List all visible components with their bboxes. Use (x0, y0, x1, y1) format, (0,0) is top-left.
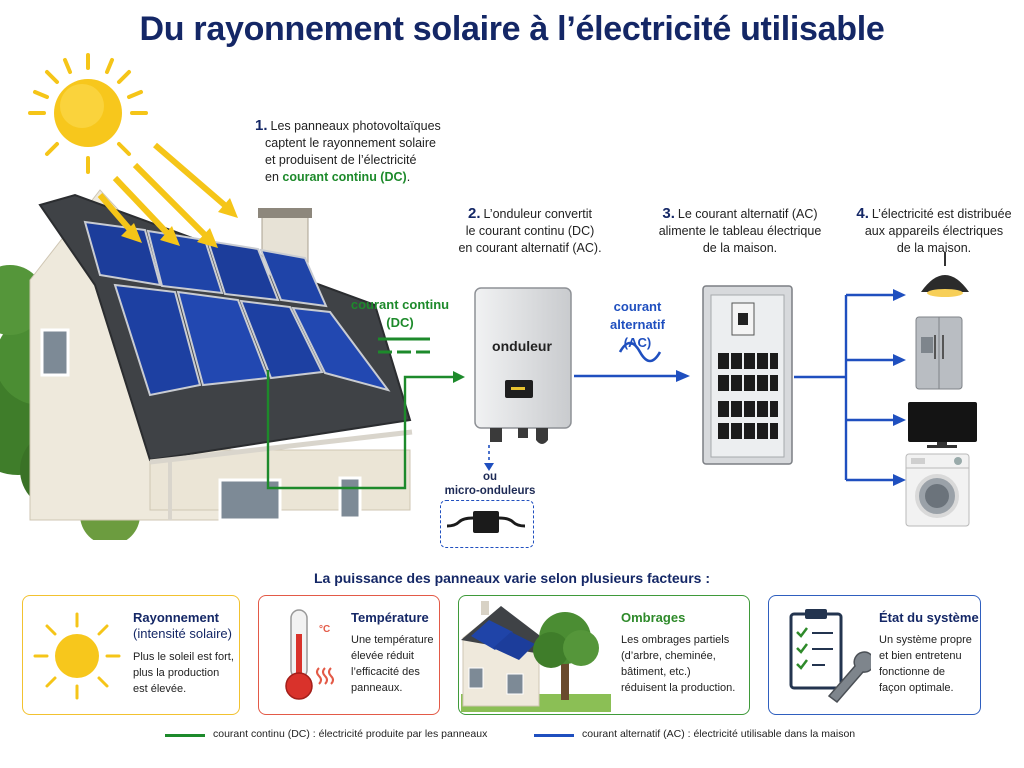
step-4-line-3: de la maison. (896, 241, 972, 255)
card-radiation-title-2: (intensité solaire) (133, 626, 232, 641)
step-3-line-1: Le courant alternatif (AC) (677, 207, 818, 221)
card-shading-desc: Les ombrages partiels (d’arbre, cheminée… (621, 632, 735, 696)
micro-inverter-link (484, 445, 494, 471)
card-radiation-desc-3: est élevée. (133, 683, 187, 695)
card-temperature-desc-1: Une température (351, 634, 434, 646)
card-temperature-desc-4: panneaux. (351, 682, 403, 694)
factor-card-radiation: Rayonnement (intensité solaire) Plus le … (22, 595, 240, 715)
ac-label-line-2: (AC) (623, 335, 652, 350)
step-1-text: 1.Les panneaux photovoltaïques captent l… (255, 117, 465, 186)
thermometer-icon (285, 609, 334, 700)
step-2-line-1: L’onduleur convertit (483, 207, 592, 221)
ac-label-line-1: courant alternatif (610, 299, 665, 332)
card-radiation-title: Rayonnement (intensité solaire) (133, 610, 232, 642)
card-temperature-desc-2: élevée réduit (351, 650, 414, 662)
step-1-dc-highlight: courant continu (DC) (282, 170, 407, 184)
factors-title: La puissance des panneaux varie selon pl… (313, 570, 711, 586)
legend-dc-line (165, 734, 205, 737)
distribution-arrows (794, 289, 906, 486)
micro-inverter-caption: ou micro-onduleurs (440, 470, 540, 498)
dc-symbol-icon (378, 337, 430, 354)
card-shading-desc-3: bâtiment, etc.) (621, 666, 691, 678)
card-shading-desc-1: Les ombrages partiels (621, 634, 730, 646)
factor-card-shading: Ombrages Les ombrages partiels (d’arbre,… (458, 595, 750, 715)
card-shading-desc-2: (d’arbre, cheminée, (621, 650, 716, 662)
step-1-line-4-suffix: . (406, 170, 411, 184)
ac-wire-arrow (574, 370, 690, 382)
card-temperature-title: Température (351, 610, 429, 625)
card-shading-title: Ombrages (621, 610, 686, 625)
card-system-state-title: État du système (879, 610, 979, 625)
step-3-line-3: de la maison. (702, 241, 778, 255)
inverter-icon (474, 287, 572, 444)
micro-inverter-box (440, 500, 534, 548)
dc-label-line-2: (DC) (386, 315, 414, 330)
card-temperature-desc: Une température élevée réduit l’efficaci… (351, 632, 434, 696)
electrical-panel-icon (702, 285, 793, 465)
dc-flow-label: courant continu (DC) (345, 296, 455, 332)
card-temperature-desc-3: l’efficacité des (351, 666, 420, 678)
tv-icon (908, 402, 977, 448)
ac-flow-label: courant alternatif (AC) (585, 298, 690, 352)
legend-dc-text: courant continu (DC) : électricité produ… (213, 728, 488, 740)
card-system-state-desc: Un système propre et bien entretenu fonc… (879, 632, 972, 696)
washing-machine-icon (905, 453, 970, 527)
card-system-state-desc-2: et bien entretenu (879, 650, 962, 662)
step-2-text: 2.L’onduleur convertit le courant contin… (440, 205, 620, 257)
step-3-line-2: alimente le tableau électrique (658, 224, 822, 238)
step-1-line-1: Les panneaux photovoltaïques (270, 119, 441, 133)
card-shading-desc-4: réduisent la production. (621, 682, 736, 694)
lamp-icon (921, 252, 969, 297)
micro-inverter-icon (446, 511, 526, 533)
step-4-text: 4.L’électricité est distribuée aux appar… (845, 205, 1023, 257)
card-system-state-desc-3: fonctionne de (879, 666, 946, 678)
card-radiation-desc-2: plus la production (133, 667, 220, 679)
inverter-label: onduleur (492, 338, 552, 354)
step-1-line-2: captent le rayonnement solaire (265, 136, 436, 150)
house-illustration (0, 53, 413, 540)
step-1-line-4-prefix: en (265, 170, 283, 184)
dc-label-line-1: courant continu (350, 297, 450, 312)
legend-ac-line (534, 734, 574, 737)
card-system-state-desc-4: façon optimale. (879, 682, 954, 694)
sunlight-arrows (97, 142, 238, 248)
alt-or-label: ou (482, 471, 498, 483)
step-3-number: 3. (662, 205, 675, 222)
step-2-line-2: le courant continu (DC) (465, 224, 595, 238)
step-4-number: 4. (856, 205, 869, 222)
step-1-number: 1. (255, 117, 268, 134)
step-4-line-1: L’électricité est distribuée (871, 207, 1012, 221)
step-4-line-2: aux appareils électriques (864, 224, 1004, 238)
step-3-text: 3.Le courant alternatif (AC) alimente le… (650, 205, 830, 257)
factor-card-system-state: État du système Un système propre et bie… (768, 595, 981, 715)
step-1-line-3: et produisent de l’électricité (265, 153, 417, 167)
card-radiation-desc: Plus le soleil est fort, plus la product… (133, 649, 234, 697)
step-2-line-3: en courant alternatif (AC). (458, 241, 602, 255)
page-title: Du rayonnement solaire à l’électricité u… (139, 10, 885, 48)
checklist-wrench-icon (789, 609, 871, 704)
celsius-label: °C (319, 624, 331, 635)
card-radiation-desc-1: Plus le soleil est fort, (133, 651, 234, 663)
shaded-house-icon (461, 601, 611, 712)
step-2-number: 2. (468, 205, 481, 222)
sun-icon (28, 53, 148, 174)
refrigerator-icon (915, 316, 963, 390)
dc-wire-arrow (266, 370, 465, 490)
card-radiation-title-1: Rayonnement (133, 610, 219, 625)
card-system-state-desc-1: Un système propre (879, 634, 972, 646)
ac-symbol-icon (618, 341, 662, 363)
factor-card-temperature: °C Température Une température élevée ré… (258, 595, 440, 715)
legend-ac-text: courant alternatif (AC) : électricité ut… (582, 728, 856, 740)
sun-icon (33, 612, 121, 700)
micro-inverter-label: micro-onduleurs (444, 485, 536, 497)
